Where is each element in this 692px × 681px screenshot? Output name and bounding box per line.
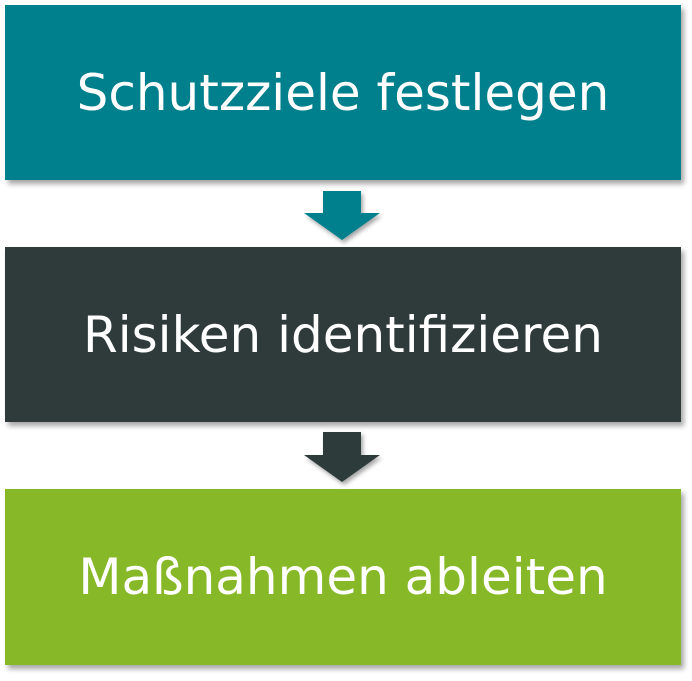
step-label: Maßnahmen ableiten xyxy=(78,548,608,606)
arrow-shape xyxy=(304,432,380,482)
arrow-shape xyxy=(304,191,380,240)
step-risiken-identifizieren: Risiken identifizieren xyxy=(5,247,681,422)
step-schutzziele-festlegen: Schutzziele festlegen xyxy=(5,5,681,180)
step-label: Risiken identifizieren xyxy=(83,305,603,364)
down-arrow-icon xyxy=(0,427,692,487)
step-massnahmen-ableiten: Maßnahmen ableiten xyxy=(5,489,681,665)
step-label: Schutzziele festlegen xyxy=(76,63,610,122)
down-arrow-icon xyxy=(0,185,692,245)
